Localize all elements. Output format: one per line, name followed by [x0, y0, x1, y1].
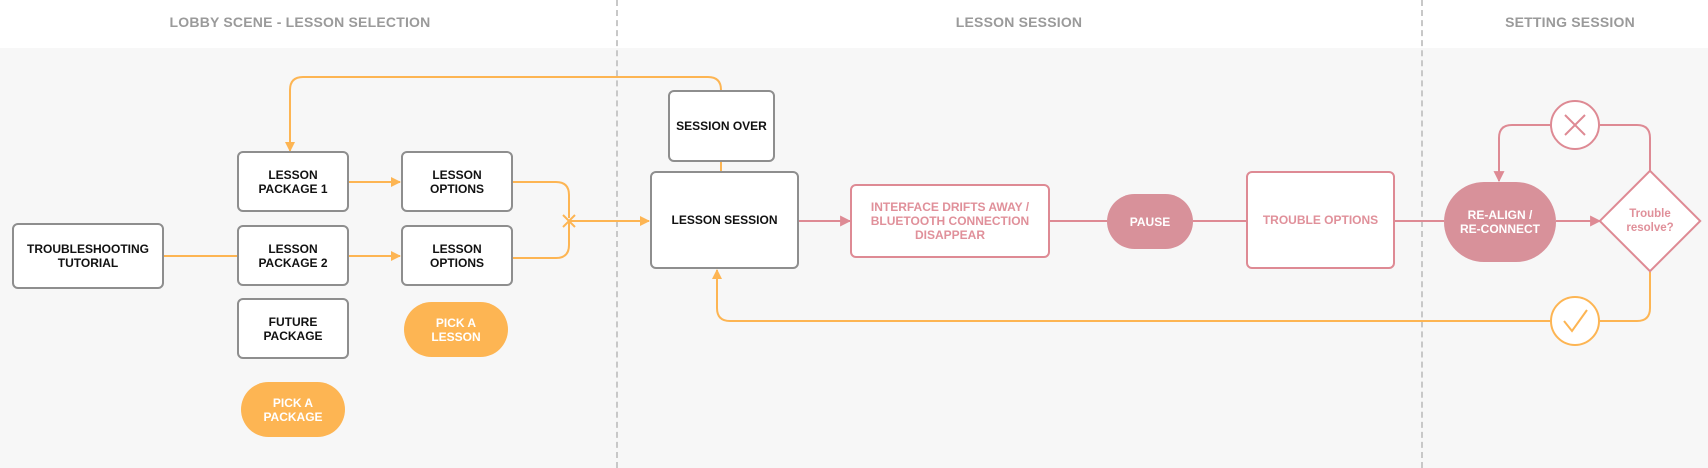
interface-drifts-node[interactable]: INTERFACE DRIFTS AWAY / BLUETOOTH CONNEC…: [850, 184, 1050, 258]
header-lobby: LOBBY SCENE - LESSON SELECTION: [169, 14, 431, 30]
pause-pill[interactable]: PAUSE: [1107, 194, 1193, 249]
trouble-resolve-label[interactable]: Trouble resolve?: [1626, 208, 1674, 234]
future-package-node[interactable]: FUTURE PACKAGE: [237, 298, 349, 359]
lesson-package-2-node[interactable]: LESSON PACKAGE 2: [237, 225, 349, 286]
lane-divider-1: [616, 0, 618, 468]
pick-package-pill[interactable]: PICK A PACKAGE: [241, 382, 345, 437]
lesson-session-node[interactable]: LESSON SESSION: [650, 171, 799, 269]
header-setting-session: SETTING SESSION: [1505, 14, 1635, 30]
lesson-options-2-node[interactable]: LESSON OPTIONS: [401, 225, 513, 286]
realign-reconnect-pill[interactable]: RE-ALIGN / RE-CONNECT: [1444, 182, 1556, 262]
header-lesson-session: LESSON SESSION: [955, 14, 1083, 30]
decision-diamond: [1598, 169, 1702, 273]
connector-success-to-session: [712, 269, 1550, 322]
connector-decision-fail-right: [1600, 124, 1651, 171]
session-over-node[interactable]: SESSION OVER: [668, 90, 775, 162]
lesson-package-1-node[interactable]: LESSON PACKAGE 1: [237, 151, 349, 212]
connector-fail-to-realign: [1493, 124, 1550, 183]
x-circle-icon: [1550, 100, 1600, 150]
trouble-options-node[interactable]: TROUBLE OPTIONS: [1246, 171, 1395, 269]
troubleshooting-tutorial-node[interactable]: TROUBLESHOOTING TUTORIAL: [12, 223, 164, 289]
connector-options1-merge: [513, 181, 570, 218]
check-circle-icon: [1550, 296, 1600, 346]
lesson-options-1-node[interactable]: LESSON OPTIONS: [401, 151, 513, 212]
lane-divider-2: [1421, 0, 1423, 468]
connector-decision-success-right: [1600, 272, 1651, 322]
connector-over-to-package1: [285, 76, 722, 152]
pick-lesson-pill[interactable]: PICK A LESSON: [404, 302, 508, 357]
connector-options2-merge: [513, 222, 570, 259]
